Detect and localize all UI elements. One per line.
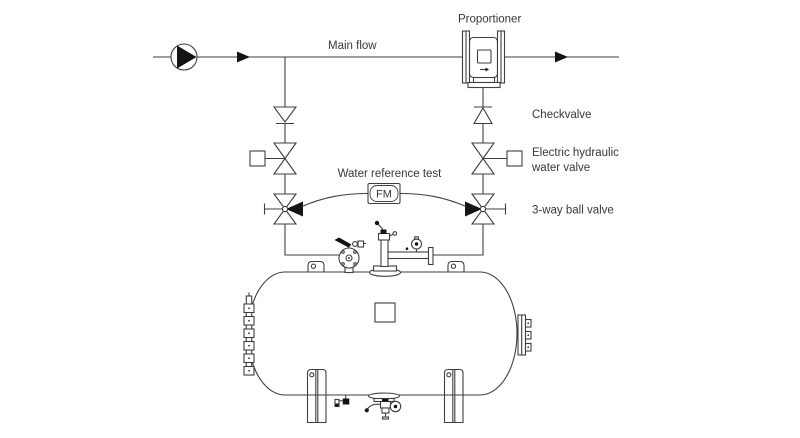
water-inlet-piping	[368, 220, 434, 277]
tank-leg-left	[306, 368, 327, 424]
lifting-lug-left	[307, 260, 325, 272]
reference-test-line	[301, 192, 467, 208]
concentrate-valve-icon	[334, 237, 366, 274]
tank-shell	[247, 271, 518, 396]
proportioner-icon	[461, 30, 506, 89]
end-flange-icon	[517, 314, 532, 356]
bottom-outlet-valve-icon	[364, 392, 402, 420]
label-three-way-ball-valve: 3-way ball valve	[532, 205, 614, 217]
flow-arrow-icon	[555, 51, 568, 63]
label-main-flow: Main flow	[328, 40, 377, 52]
label-electric-valve-line2: water valve	[531, 162, 590, 174]
label-proportioner: Proportioner	[458, 14, 521, 26]
check-valve-left-icon	[272, 106, 298, 125]
bladder-tank-icon	[243, 220, 532, 424]
lifting-lug-right	[447, 260, 465, 272]
label-electric-valve-line1: Electric hydraulic	[532, 147, 619, 159]
left-branch-pipe	[284, 57, 339, 256]
flow-meter-label: FM	[376, 189, 392, 201]
tank-leg-right	[443, 368, 464, 424]
electric-hydraulic-valve-right-icon	[470, 142, 523, 175]
flow-arrow-icon	[237, 51, 250, 63]
pump-icon	[170, 43, 198, 71]
flow-meter-icon: FM	[367, 182, 401, 205]
three-way-ball-valve-left-icon	[263, 193, 303, 225]
tank-nameplate	[374, 302, 396, 323]
sight-gauge-icon	[243, 292, 255, 376]
label-water-reference-test: Water reference test	[338, 168, 443, 180]
right-branch-pipe	[432, 87, 484, 256]
electric-hydraulic-valve-left-icon	[249, 142, 298, 175]
drain-valve-icon	[334, 395, 350, 408]
three-way-ball-valve-right-icon	[465, 193, 507, 225]
pressure-gauge-icon	[410, 236, 423, 252]
label-checkvalve: Checkvalve	[532, 109, 591, 121]
check-valve-right-icon	[473, 106, 493, 125]
